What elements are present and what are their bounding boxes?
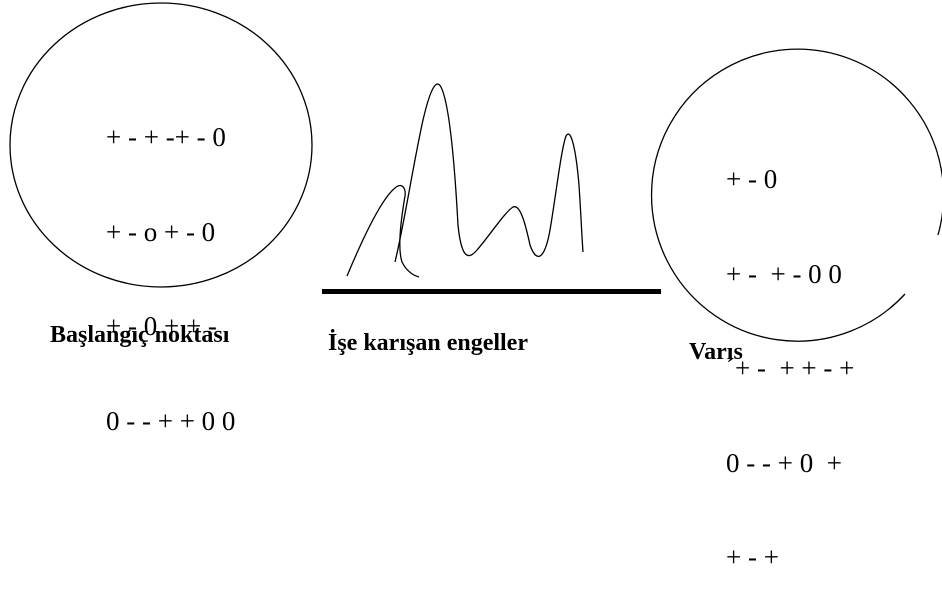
start-symbol-line: + - o + - 0 [106, 216, 216, 247]
start-symbols: + - + -+ - 0 + - o + - 0 + - 0 + + - 0 -… [106, 59, 235, 469]
start-symbol-line: + - + -+ - 0 [106, 122, 226, 152]
finish-symbol-line: 0 - - + 0 + [726, 447, 842, 478]
obstacles-caption: İşe karışan engeller [328, 330, 528, 356]
finish-symbol-line: + - 0 [726, 164, 778, 194]
diagram-canvas [9, 2, 942, 342]
start-caption: Başlangıç noktası [50, 322, 230, 348]
finish-circle [650, 48, 942, 342]
start-symbol-line: + - 0 + + - [106, 311, 217, 341]
start-symbol-line: 0 - - + + 0 0 [106, 405, 236, 436]
obstacle-curve-main [394, 83, 584, 263]
finish-symbols: + - 0 + - + - 0 0 ´+ - + + - + 0 - - + 0… [726, 101, 854, 605]
finish-symbol-line: ´+ - + + - + [726, 353, 855, 383]
finish-symbol-line: + - + - 0 0 [726, 258, 842, 289]
finish-caption: Varıs [689, 339, 743, 365]
obstacle-peak-small [346, 184, 420, 278]
start-circle [9, 2, 313, 288]
ground-line [322, 289, 661, 294]
finish-symbol-line: + - + [726, 542, 779, 572]
